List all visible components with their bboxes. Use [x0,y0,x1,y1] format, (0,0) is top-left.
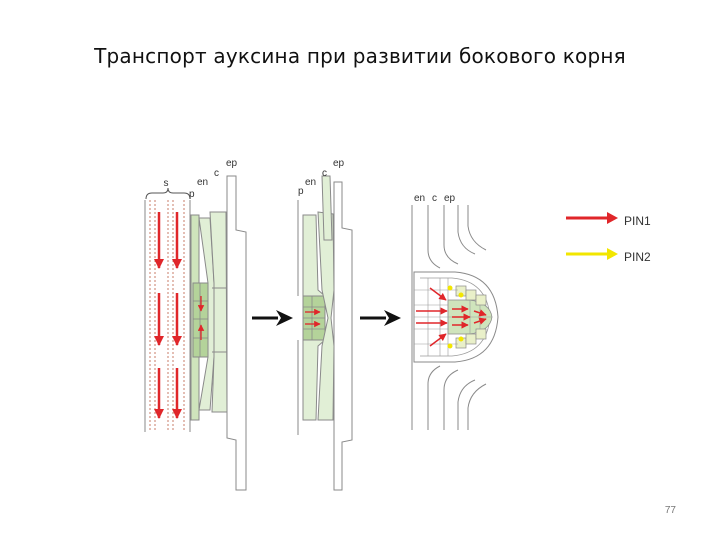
panel-1-initiation: s p en c ep [144,158,247,491]
upper-tissues [427,205,487,269]
legend-item-pin2: PIN2 [566,248,651,264]
panel2-label-en: en [305,177,316,188]
panel3-label-en: en [414,193,425,204]
panel1-label-s: s [164,178,169,189]
slide-title: Транспорт ауксина при развитии бокового … [94,44,626,68]
pin1-tip-arrows [416,287,487,347]
panel3-label-ep: ep [444,193,456,204]
cortex [209,211,228,413]
panel3-label-c: c [432,193,437,204]
panel1-label-ep: ep [226,158,238,169]
stele-cells [149,200,185,430]
panel1-label-c: c [214,168,219,179]
panel-3-emerging-root: en c ep [411,193,499,430]
panel-2-primordium: p en c ep [297,158,353,491]
lower-tissues [427,365,487,430]
panel2-label-c: c [322,168,327,179]
epidermis [226,175,247,491]
panel2-label-ep: ep [333,158,345,169]
legend-item-pin1: PIN1 [566,212,651,228]
legend: PIN1 PIN2 [566,212,651,264]
page-number: 77 [664,505,676,516]
stage-arrow-2 [360,310,401,326]
stele-brace [145,187,191,200]
stage-arrow-1 [252,310,293,326]
dividing-pericycle-cells [192,282,209,358]
legend-label-pin2: PIN2 [624,250,651,264]
panel1-label-p: p [189,189,195,200]
panel1-label-en: en [197,177,208,188]
primordium-cell-grid [414,278,492,356]
pin1-stele-arrows [154,212,182,419]
panel2-label-p: p [298,186,304,197]
legend-label-pin1: PIN1 [624,214,651,228]
pin2-markers [447,285,464,349]
pin1-primordium-arrows [305,308,321,328]
epidermis-2 [333,181,353,491]
